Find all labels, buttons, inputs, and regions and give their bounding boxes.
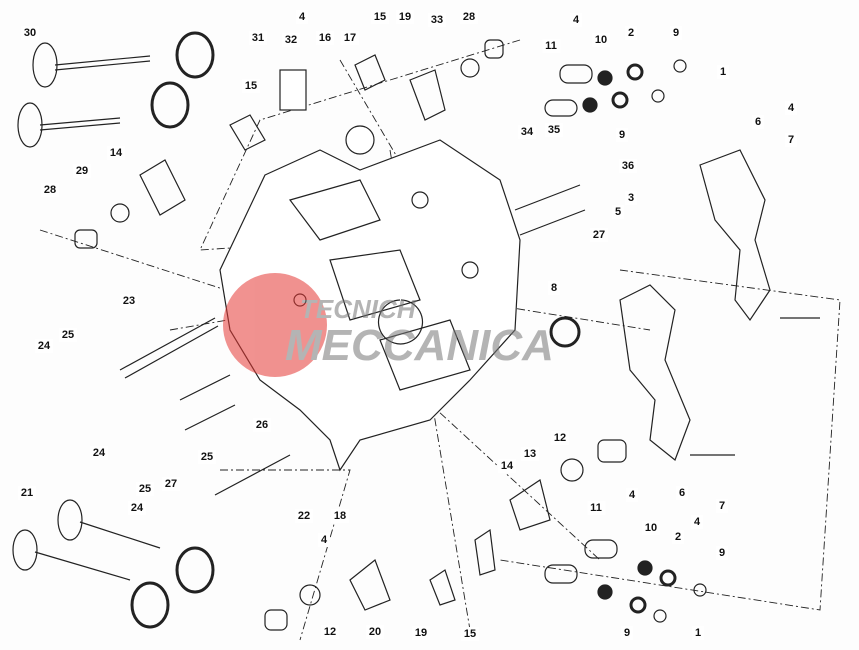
part-callout[interactable]: 12 bbox=[320, 625, 340, 639]
part-callout[interactable]: 18 bbox=[330, 509, 350, 523]
rockers bbox=[74, 39, 627, 631]
part-callout[interactable]: 11 bbox=[587, 501, 605, 515]
part-callout[interactable]: 13 bbox=[520, 447, 540, 461]
part-callout[interactable]: 24 bbox=[89, 446, 109, 460]
part-callout[interactable]: 28 bbox=[40, 183, 60, 197]
part-callout[interactable]: 16 bbox=[315, 31, 335, 45]
part-callout[interactable]: 24 bbox=[34, 339, 54, 353]
part-callout[interactable]: 36 bbox=[618, 159, 638, 173]
part-callout[interactable]: 27 bbox=[161, 477, 181, 491]
part-callout[interactable]: 10 bbox=[641, 521, 661, 535]
part-callout[interactable]: 35 bbox=[544, 123, 564, 137]
part-callout[interactable]: 30 bbox=[20, 26, 40, 40]
part-callout[interactable]: 9 bbox=[620, 626, 634, 640]
part-callout[interactable]: 31 bbox=[248, 31, 268, 45]
part-callout[interactable]: 1 bbox=[691, 626, 705, 640]
part-callout[interactable]: 34 bbox=[517, 125, 537, 139]
tubes bbox=[119, 184, 586, 496]
part-callout[interactable]: 17 bbox=[340, 31, 360, 45]
part-callout[interactable]: 29 bbox=[72, 164, 92, 178]
part-callout[interactable]: 21 bbox=[17, 486, 37, 500]
svg-text:MECCANICA: MECCANICA bbox=[285, 321, 554, 370]
part-callout[interactable]: 25 bbox=[197, 450, 217, 464]
part-callout[interactable]: 15 bbox=[460, 627, 480, 641]
part-callout[interactable]: 4 bbox=[295, 10, 309, 24]
part-callout[interactable]: 15 bbox=[370, 10, 390, 24]
part-callout[interactable]: 9 bbox=[715, 546, 729, 560]
part-callout[interactable]: 1 bbox=[716, 65, 730, 79]
part-callout[interactable]: 23 bbox=[119, 294, 139, 308]
part-callout[interactable]: 19 bbox=[395, 10, 415, 24]
part-callout[interactable]: 4 bbox=[784, 101, 798, 115]
part-callout[interactable]: 4 bbox=[569, 13, 583, 27]
part-callout[interactable]: 25 bbox=[58, 328, 78, 342]
part-callout[interactable]: 3 bbox=[624, 191, 638, 205]
part-callout[interactable]: 22 bbox=[294, 509, 314, 523]
part-callout[interactable]: 27 bbox=[589, 228, 609, 242]
bearing-caps bbox=[549, 149, 820, 461]
part-callout[interactable]: 19 bbox=[411, 626, 431, 640]
part-callout[interactable]: 10 bbox=[591, 33, 611, 47]
part-callout[interactable]: 6 bbox=[751, 115, 765, 129]
part-callout[interactable]: 9 bbox=[669, 26, 683, 40]
watermark-logo: TECNICH MECCANICA bbox=[223, 273, 554, 377]
part-callout[interactable]: 4 bbox=[625, 488, 639, 502]
part-callout[interactable]: 14 bbox=[106, 146, 126, 160]
part-callout[interactable]: 32 bbox=[281, 33, 301, 47]
part-callout[interactable]: 24 bbox=[127, 501, 147, 515]
svg-text:TECNICH: TECNICH bbox=[300, 294, 417, 324]
part-callout[interactable]: 7 bbox=[784, 133, 798, 147]
part-callout[interactable]: 4 bbox=[690, 515, 704, 529]
part-callout[interactable]: 26 bbox=[252, 418, 272, 432]
part-callout[interactable]: 20 bbox=[365, 625, 385, 639]
part-callout[interactable]: 5 bbox=[611, 205, 625, 219]
part-callout[interactable]: 33 bbox=[427, 13, 447, 27]
part-callout[interactable]: 2 bbox=[624, 26, 638, 40]
part-callout[interactable]: 28 bbox=[459, 10, 479, 24]
part-callout[interactable]: 8 bbox=[547, 281, 561, 295]
part-callout[interactable]: 15 bbox=[241, 79, 261, 93]
part-callout[interactable]: 14 bbox=[497, 459, 517, 473]
valve-small-parts bbox=[544, 59, 707, 623]
part-callout[interactable]: 4 bbox=[317, 533, 331, 547]
intake-valves bbox=[17, 31, 215, 148]
part-callout[interactable]: 12 bbox=[550, 431, 570, 445]
exhaust-valves bbox=[12, 499, 215, 629]
part-callout[interactable]: 2 bbox=[671, 530, 685, 544]
part-callout[interactable]: 25 bbox=[135, 482, 155, 496]
part-callout[interactable]: 9 bbox=[615, 128, 629, 142]
part-callout[interactable]: 6 bbox=[675, 486, 689, 500]
part-callout[interactable]: 11 bbox=[542, 39, 560, 53]
part-callout[interactable]: 7 bbox=[715, 499, 729, 513]
